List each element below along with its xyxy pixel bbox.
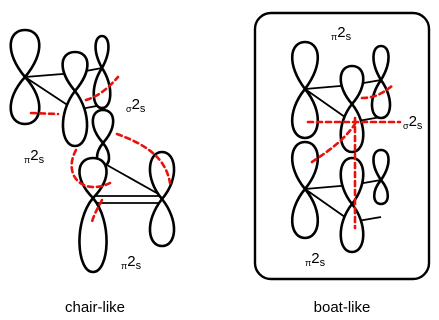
chair-orbital-bottom-left bbox=[78, 156, 108, 274]
boat-like-structure: π2s σ2s π2s boat-like bbox=[253, 11, 431, 316]
boat-interaction-lines bbox=[306, 84, 402, 230]
chair-pi-bottom-label: π2s bbox=[121, 253, 142, 272]
boat-pi-top-label: π2s bbox=[331, 24, 352, 43]
chair-like-structure: σ2s π2s π2s chair-like bbox=[9, 28, 176, 316]
boat-orbital-lower-middle bbox=[339, 156, 365, 254]
chair-orbital-top-right bbox=[92, 34, 112, 110]
boat-orbital-upper-middle bbox=[339, 64, 365, 154]
boat-pi-bottom-label: π2s bbox=[305, 250, 326, 269]
chair-orbital-top-middle bbox=[61, 50, 89, 148]
chair-sigma-label: σ2s bbox=[126, 96, 146, 115]
boat-orbital-lower-left bbox=[290, 140, 320, 240]
chair-orbital-bottom-right bbox=[148, 150, 176, 248]
chair-like-caption: chair-like bbox=[65, 299, 125, 316]
boat-like-frame bbox=[253, 11, 431, 281]
boat-orbital-lower-right bbox=[372, 148, 390, 206]
boat-orbital-upper-left bbox=[290, 40, 320, 140]
chair-pi-left-label: π2s bbox=[24, 147, 45, 166]
boat-sigma-label: σ2s bbox=[403, 113, 423, 132]
boat-like-caption: boat-like bbox=[314, 299, 371, 316]
chair-orbital-center bbox=[91, 108, 115, 168]
chair-interaction-lines bbox=[29, 75, 172, 224]
